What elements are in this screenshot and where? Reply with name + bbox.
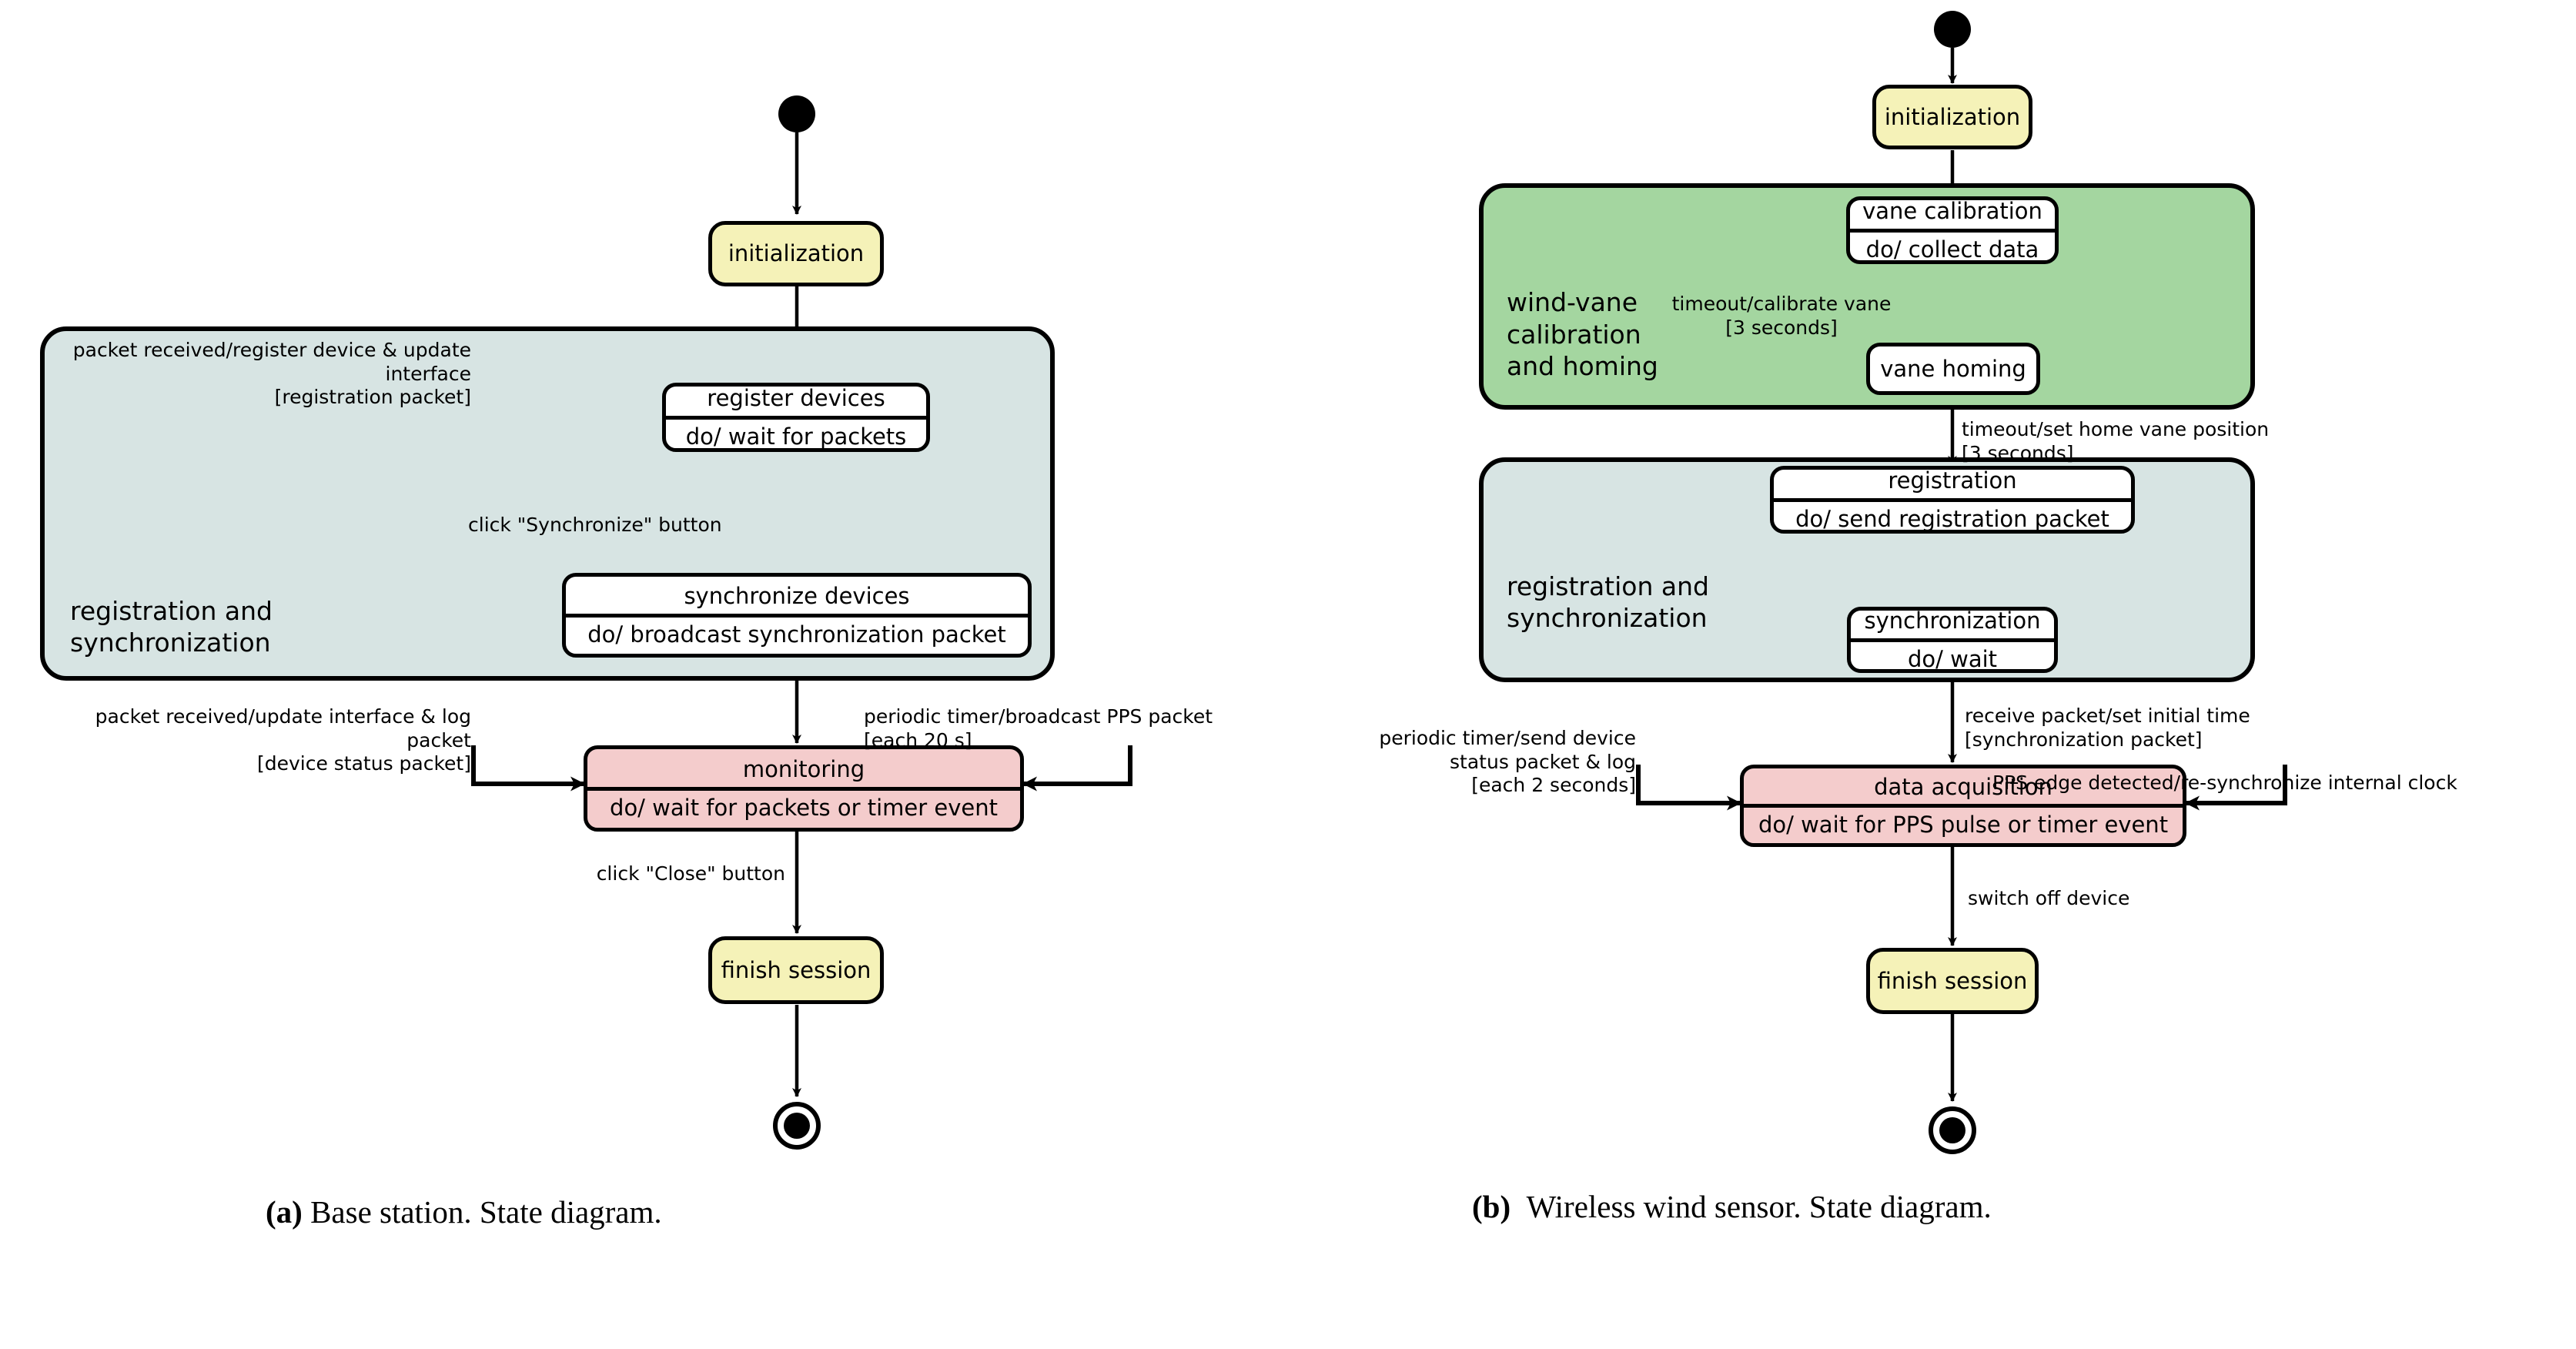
caption-tag-a: (a)	[266, 1194, 303, 1230]
caption-panel-b: (b) Wireless wind sensor. State diagram.	[1472, 1184, 2451, 1230]
state-data-acquisition-b[interactable]: data acquisition do/ wait for PPS pulse …	[1740, 765, 2186, 847]
state-initialization-a[interactable]: initialization	[708, 221, 884, 286]
state-name: finish session	[721, 956, 871, 983]
state-monitoring-a[interactable]: monitoring do/ wait for packets or timer…	[584, 745, 1024, 832]
transition-label-self-register-a: packet received/register device & update…	[72, 339, 471, 408]
transition-label-to-finish-a: click "Close" button	[596, 862, 785, 885]
state-name: register devices	[707, 385, 885, 412]
caption-text-b: Wireless wind sensor. State diagram.	[1526, 1189, 1992, 1224]
arrow-self-monitoring-left-a	[471, 745, 585, 792]
transition-label-self-monitoring-right-a: periodic timer/broadcast PPS packet [eac…	[864, 705, 1213, 751]
transition-label-sync-to-acquisition-b: receive packet/set initial time [synchro…	[1965, 705, 2250, 751]
state-initialization-b[interactable]: initialization	[1872, 85, 2032, 149]
state-name: finish session	[1877, 967, 2028, 994]
final-node-dot-a	[784, 1113, 810, 1139]
state-name: synchronization	[1864, 608, 2041, 634]
transition-label-to-finish-b: switch off device	[1968, 887, 2130, 909]
region-label-registration-sync-a: registration and synchronization	[70, 595, 273, 658]
caption-space-a	[303, 1194, 310, 1230]
state-activity: do/ wait	[1851, 638, 2054, 669]
state-name: synchronize devices	[684, 583, 910, 610]
transition-label-self-monitoring-left-a: packet received/update interface & log p…	[95, 705, 471, 775]
region-label-registration-sync-b: registration and synchronization	[1507, 571, 1709, 634]
arrow-self-acquisition-left-b	[1636, 765, 1741, 811]
state-activity: do/ wait for packets or timer event	[587, 786, 1020, 825]
state-finish-session-a[interactable]: finish session	[708, 936, 884, 1004]
caption-text-a: Base station. State diagram.	[310, 1194, 662, 1230]
initial-node-a	[778, 95, 815, 132]
caption-tag-b: (b)	[1472, 1189, 1511, 1224]
state-name: initialization	[728, 240, 865, 267]
state-registration-b[interactable]: registration do/ send registration packe…	[1770, 466, 2135, 534]
initial-node-b	[1934, 11, 1971, 48]
state-name: registration	[1888, 467, 2017, 494]
caption-space-b	[1510, 1189, 1527, 1224]
state-name: monitoring	[742, 756, 865, 783]
state-synchronize-devices-a[interactable]: synchronize devices do/ broadcast synchr…	[562, 573, 1032, 658]
state-name: data acquisition	[1874, 773, 2052, 800]
transition-label-to-synchronize-a: click "Synchronize" button	[468, 514, 722, 536]
caption-panel-a: (a) Base station. State diagram.	[266, 1190, 1112, 1235]
transition-label-calibration-to-homing-b: timeout/calibrate vane [3 seconds]	[1671, 293, 1892, 339]
state-name: vane calibration	[1862, 198, 2042, 225]
state-activity: do/ wait for packets	[666, 415, 926, 449]
state-vane-calibration-b[interactable]: vane calibration do/ collect data	[1846, 196, 2059, 264]
state-activity: do/ collect data	[1850, 228, 2055, 260]
state-synchronization-b[interactable]: synchronization do/ wait	[1847, 607, 2058, 673]
region-label-calibration-b: wind-vane calibration and homing	[1507, 287, 1658, 382]
transition-label-self-acquisition-right-b: PPS edge detected/re-synchronize interna…	[1992, 772, 2457, 794]
state-activity: do/ send registration packet	[1774, 497, 2131, 530]
final-node-ring-a	[773, 1102, 821, 1150]
final-node-dot-b	[1939, 1117, 1965, 1143]
state-name: initialization	[1884, 103, 2021, 130]
state-name: vane homing	[1880, 355, 2026, 382]
state-activity: do/ wait for PPS pulse or timer event	[1744, 804, 2183, 842]
transition-label-self-acquisition-left-b: periodic timer/send device status packet…	[1379, 727, 1636, 796]
state-register-devices-a[interactable]: register devices do/ wait for packets	[662, 383, 930, 452]
state-finish-session-b[interactable]: finish session	[1866, 948, 2039, 1014]
final-node-ring-b	[1929, 1106, 1976, 1154]
state-vane-homing-b[interactable]: vane homing	[1866, 343, 2040, 395]
state-activity: do/ broadcast synchronization packet	[566, 613, 1028, 651]
transition-label-homing-to-registration-b: timeout/set home vane position [3 second…	[1962, 418, 2270, 464]
